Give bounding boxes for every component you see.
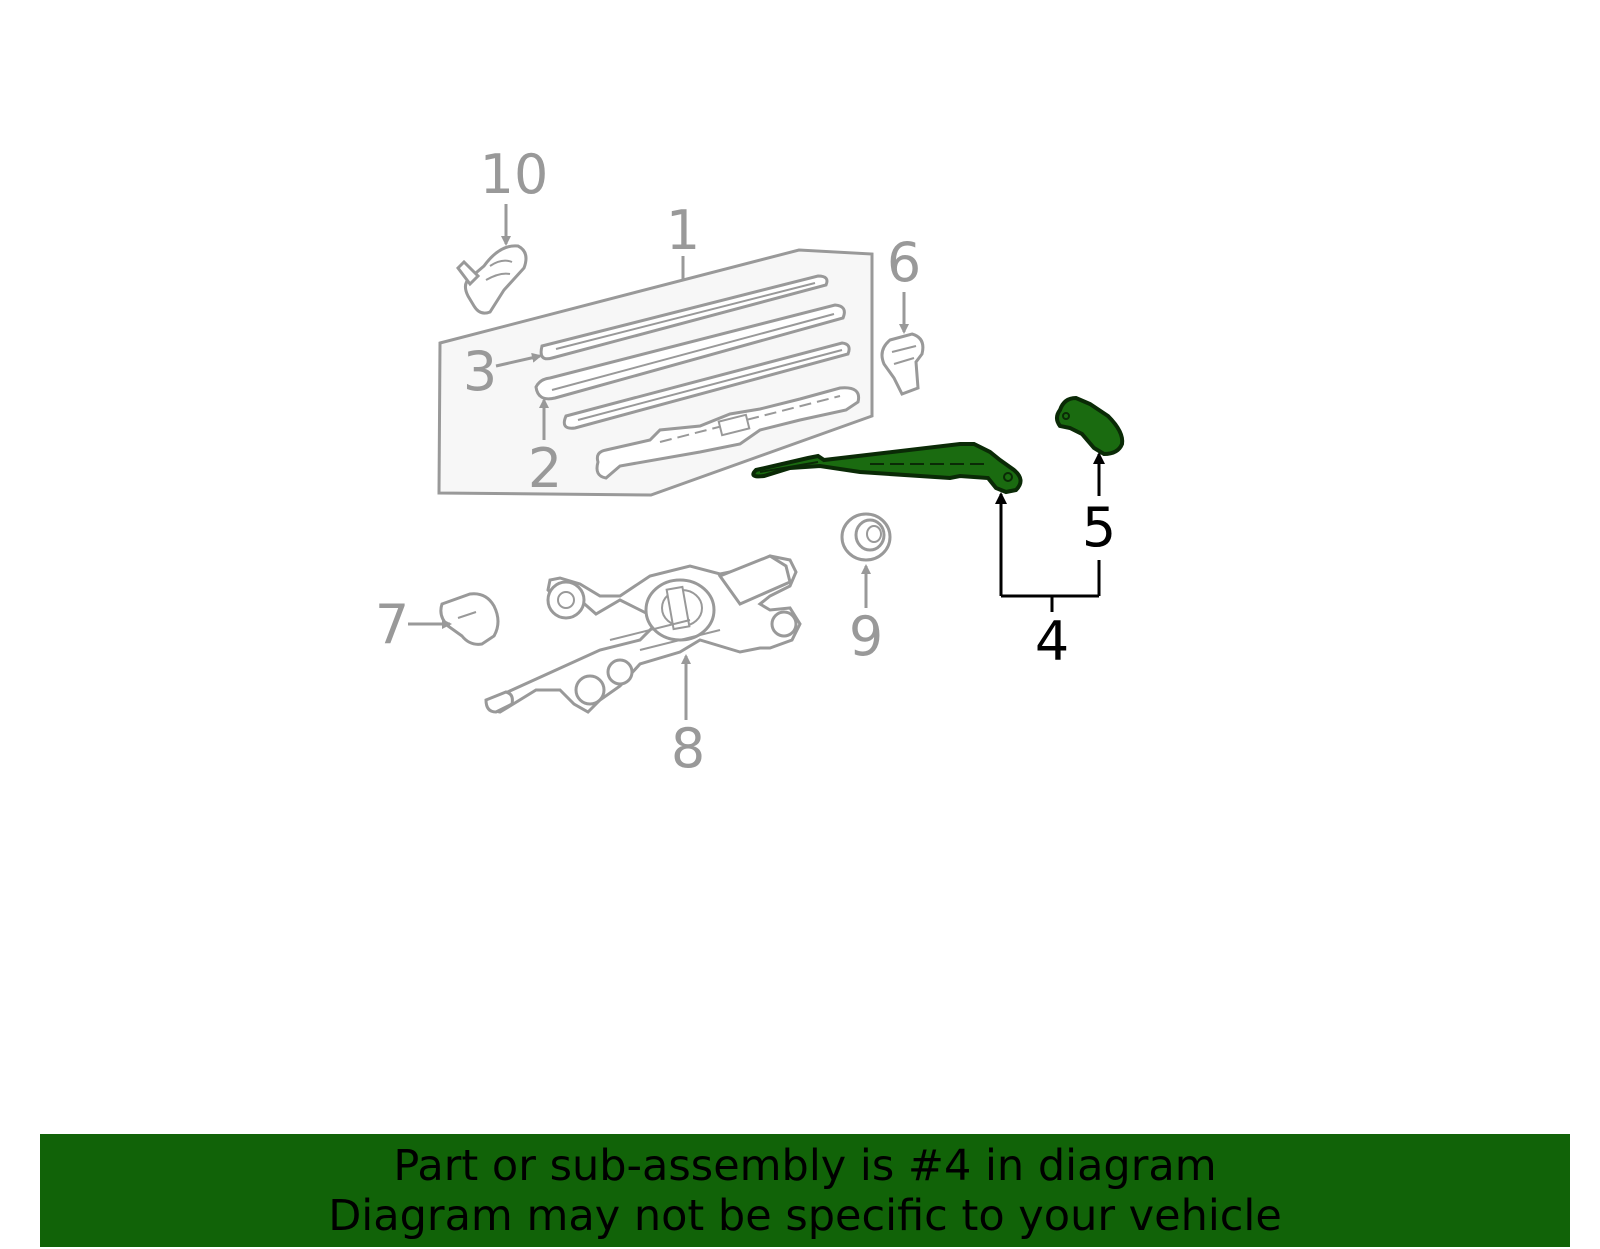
info-banner: Part or sub-assembly is #4 in diagram Di… xyxy=(40,1134,1570,1247)
banner-line-1: Part or sub-assembly is #4 in diagram xyxy=(393,1140,1217,1191)
callout-7: 7 xyxy=(375,593,409,656)
part-7-cover xyxy=(408,592,500,646)
callout-10: 10 xyxy=(480,143,549,206)
banner-line-2: Diagram may not be specific to your vehi… xyxy=(328,1190,1282,1241)
leader-4 xyxy=(995,492,1099,612)
part-4-wiper-arm xyxy=(751,442,1023,495)
part-5-arm-cover xyxy=(1055,395,1125,457)
callout-9: 9 xyxy=(849,605,883,668)
part-9-grommet xyxy=(840,512,892,608)
callout-1: 1 xyxy=(666,199,700,262)
callout-6: 6 xyxy=(887,231,921,294)
callout-5: 5 xyxy=(1082,496,1116,559)
callout-2: 2 xyxy=(528,437,562,500)
leader-3 xyxy=(495,352,542,368)
part-8-wiper-motor xyxy=(484,554,802,720)
callout-8: 8 xyxy=(671,717,705,780)
part-6-cap xyxy=(880,292,925,396)
callout-3: 3 xyxy=(463,340,497,403)
part-10-nozzle xyxy=(456,204,528,315)
callout-4: 4 xyxy=(1035,610,1069,673)
